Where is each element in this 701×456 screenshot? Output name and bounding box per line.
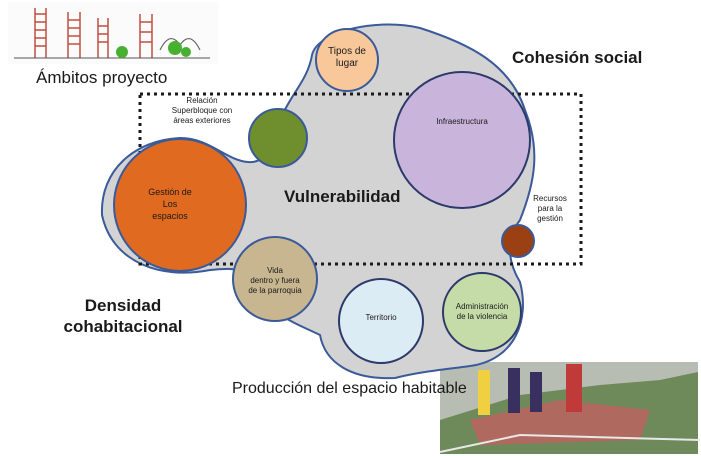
sketch-illustration — [8, 2, 218, 64]
text-gestion-line3: espacios — [152, 211, 188, 221]
text-infraestructura: Infraestructura — [436, 117, 488, 126]
text-relacion-line1: Relación — [186, 96, 218, 105]
label-densidad: Densidad cohabitacional — [58, 295, 188, 337]
text-recursos-line2: para la — [537, 204, 563, 213]
circle-recursos — [501, 224, 535, 258]
rendering-image — [439, 362, 701, 454]
circle-gestion — [113, 138, 247, 272]
circle-tipos-de-lugar — [315, 28, 379, 92]
text-relacion-line2: Superbloque con — [171, 106, 233, 115]
text-relacion-line3: áreas exteriores — [173, 116, 231, 125]
text-vida-line2: dentro y fuera — [250, 276, 300, 285]
circle-relacion — [248, 108, 308, 168]
text-territorio: Territorio — [365, 313, 397, 322]
circle-infraestructura — [393, 71, 531, 209]
label-vulnerabilidad: Vulnerabilidad — [284, 187, 401, 206]
text-relacion: Relación Superbloque con áreas exteriore… — [156, 96, 248, 126]
text-tipos-de-lugar: Tipos de lugar — [315, 46, 379, 70]
text-vida-line3: de la parroquia — [248, 286, 302, 295]
circle-administracion — [442, 272, 522, 352]
text-admin-line2: de la violencia — [456, 312, 508, 321]
text-gestion-line2: Los — [162, 199, 178, 209]
text-admin-line1: Administración — [455, 302, 509, 311]
text-vida-line1: Vida — [267, 266, 283, 275]
label-produccion: Producción del espacio habitable — [232, 380, 467, 397]
text-tipos-line2: lugar — [335, 58, 359, 69]
text-vida: Vida dentro y fuera de la parroquia — [235, 266, 315, 296]
text-recursos-line3: gestión — [537, 214, 563, 223]
label-ambitos-proyecto: Ámbitos proyecto — [36, 68, 168, 87]
circle-territorio — [338, 278, 424, 364]
label-densidad-line2: cohabitacional — [63, 317, 183, 336]
label-cohesion-social: Cohesión social — [512, 48, 643, 67]
text-recursos-line1: Recursos — [533, 194, 567, 203]
text-recursos: Recursos para la gestión — [520, 194, 580, 224]
circle-vida — [232, 236, 318, 322]
text-administracion: Administración de la violencia — [440, 302, 524, 322]
label-densidad-line1: Densidad — [84, 296, 162, 315]
text-gestion-line1: Gestión de — [148, 187, 192, 197]
text-tipos-line1: Tipos de — [328, 46, 366, 57]
text-gestion: Gestión de Los espacios — [130, 186, 210, 222]
